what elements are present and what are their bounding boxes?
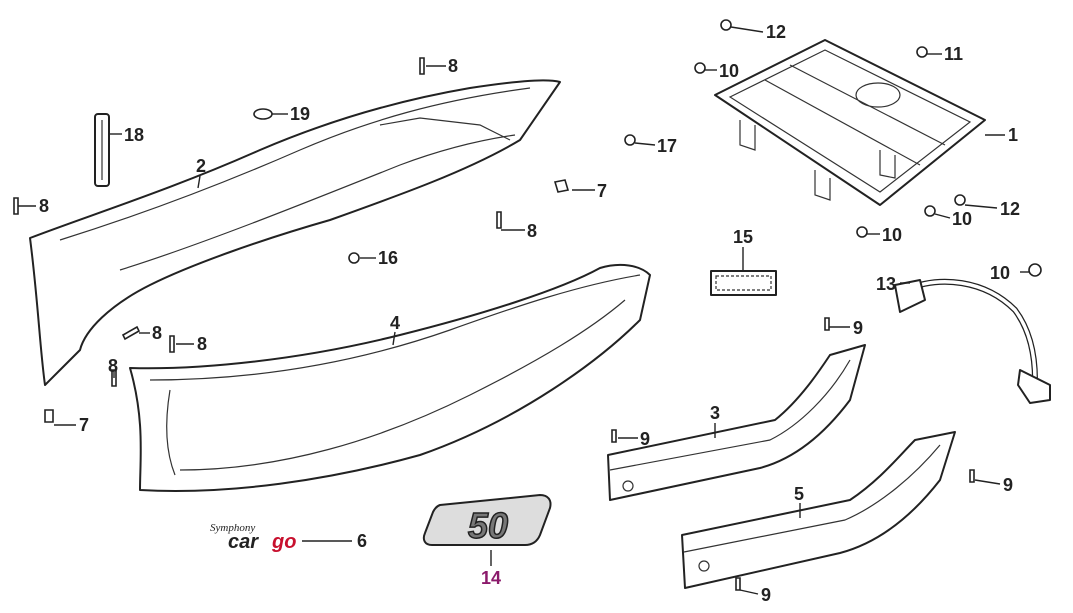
part-14-badge: 50 bbox=[422, 493, 552, 547]
label-7b: 7 bbox=[79, 415, 89, 435]
label-11: 11 bbox=[944, 44, 963, 64]
badge-number: 50 bbox=[468, 505, 508, 546]
label-12a: 12 bbox=[766, 22, 786, 42]
part-2-side-cover-upper bbox=[29, 79, 561, 386]
part-16-grommet bbox=[348, 252, 360, 264]
label-12b: 12 bbox=[1000, 199, 1020, 219]
leader-lines bbox=[18, 26, 1030, 595]
label-19: 19 bbox=[290, 104, 310, 124]
brand-word-go: go bbox=[271, 531, 296, 553]
part-1-rear-rack bbox=[714, 39, 986, 206]
label-8e: 8 bbox=[197, 334, 207, 354]
label-6: 6 bbox=[357, 531, 367, 551]
part-15-pad bbox=[710, 270, 777, 296]
screw-icons bbox=[13, 19, 1042, 591]
label-18: 18 bbox=[124, 125, 144, 145]
label-13: 13 bbox=[876, 274, 896, 294]
label-17: 17 bbox=[657, 136, 677, 156]
label-9d: 9 bbox=[761, 585, 771, 605]
callout-labels: 1 2 3 4 5 6 7 7 8 8 8 8 8 8 9 9 9 9 10 1… bbox=[39, 22, 1020, 605]
part-4-side-cover-lower bbox=[129, 263, 651, 492]
label-10b: 10 bbox=[952, 209, 972, 229]
label-9c: 9 bbox=[1003, 475, 1013, 495]
label-10d: 10 bbox=[990, 263, 1010, 283]
label-14: 14 bbox=[481, 568, 501, 588]
part-13-strap bbox=[894, 278, 1051, 404]
label-7a: 7 bbox=[597, 181, 607, 201]
label-9a: 9 bbox=[853, 318, 863, 338]
label-4: 4 bbox=[390, 313, 400, 333]
label-1: 1 bbox=[1008, 125, 1018, 145]
part-3-bracket bbox=[607, 344, 866, 501]
label-16: 16 bbox=[378, 248, 398, 268]
label-15: 15 bbox=[733, 227, 753, 247]
label-8a: 8 bbox=[448, 56, 458, 76]
part-19-washer bbox=[253, 108, 273, 120]
label-10c: 10 bbox=[882, 225, 902, 245]
part-5-bracket bbox=[681, 431, 956, 589]
label-5: 5 bbox=[794, 484, 804, 504]
label-8d: 8 bbox=[152, 323, 162, 343]
label-3: 3 bbox=[710, 403, 720, 423]
label-2: 2 bbox=[196, 156, 206, 176]
label-8f: 8 bbox=[108, 356, 118, 376]
brand-script-text: Symphony bbox=[210, 522, 255, 534]
part-6-brand-decal: Symphony car go bbox=[210, 522, 296, 553]
label-9b: 9 bbox=[640, 429, 650, 449]
label-8c: 8 bbox=[527, 221, 537, 241]
brand-word-car: car bbox=[228, 531, 259, 553]
label-8b: 8 bbox=[39, 196, 49, 216]
label-10a: 10 bbox=[719, 61, 739, 81]
part-18-long-bolt bbox=[94, 113, 110, 187]
